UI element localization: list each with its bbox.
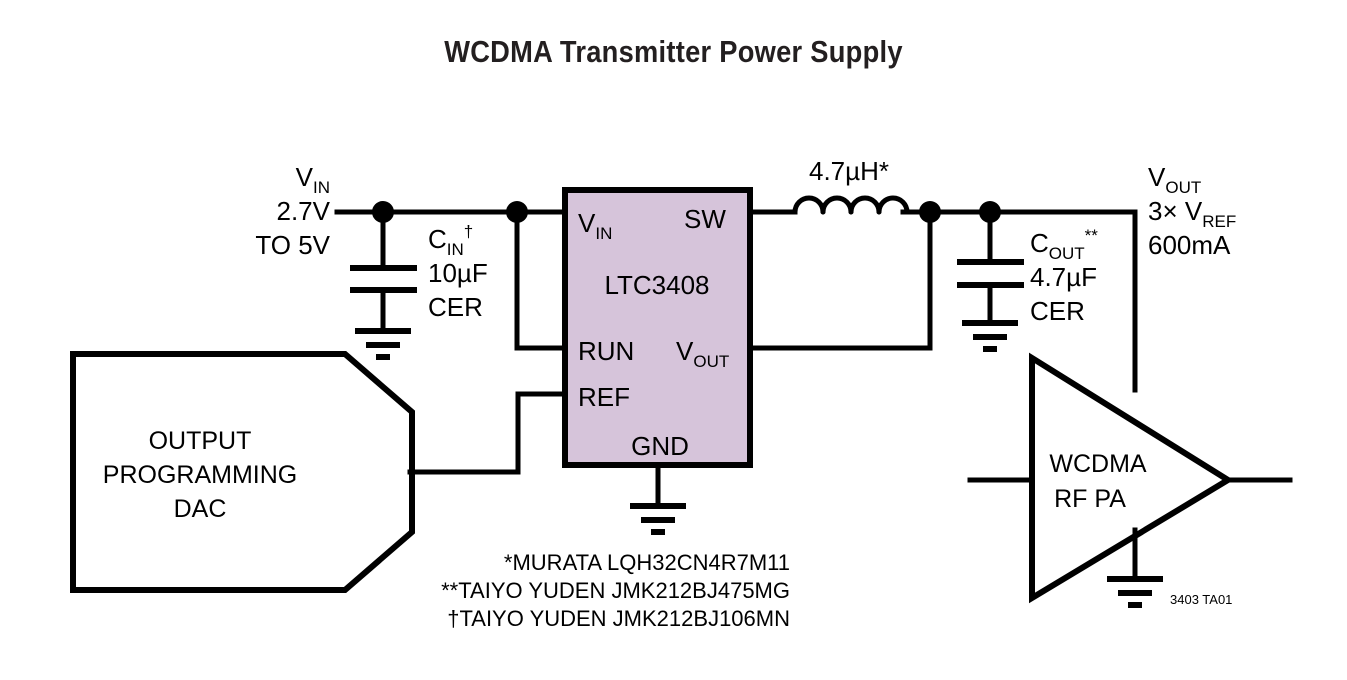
ic-pin-run-label: RUN <box>578 336 634 366</box>
inductor-symbol <box>792 195 910 215</box>
dac-block[interactable] <box>70 351 415 593</box>
wire-dac-to-ref <box>407 391 568 475</box>
vout-label-name: VOUT <box>1148 162 1201 197</box>
cout-label-type: CER <box>1030 296 1085 326</box>
ground-symbol-cout <box>962 320 1018 352</box>
footnote-3: †TAIYO YUDEN JMK212BJ106MN <box>447 606 790 631</box>
cin-label-type: CER <box>428 292 483 322</box>
page-title: WCDMA Transmitter Power Supply <box>444 34 903 69</box>
doc-code-label: 3403 TA01 <box>1170 592 1232 607</box>
ic-pin-ref-label: REF <box>578 382 630 412</box>
cout-label-name: COUT** <box>1030 226 1098 263</box>
cin-label-value: 10µF <box>428 258 488 288</box>
ic-body-ltc3408[interactable] <box>562 187 753 468</box>
vin-label-line3: TO 5V <box>255 230 330 260</box>
junction-dot-run <box>506 201 528 223</box>
ic-pin-vin-label: VIN <box>578 208 612 243</box>
pa-label-line1: WCDMA <box>1049 450 1147 478</box>
dac-label-line3: DAC <box>174 495 227 523</box>
inductor-label: 4.7µH* <box>809 156 889 186</box>
footnote-1: *MURATA LQH32CN4R7M11 <box>504 550 790 575</box>
ic-pin-vout-label: VOUT <box>676 336 729 371</box>
vin-label-name: VIN <box>296 162 330 197</box>
wire-vout-feedback <box>747 209 933 351</box>
ic-part-number: LTC3408 <box>604 270 709 300</box>
capacitor-cin <box>350 265 417 293</box>
junction-dot-sw-out <box>919 201 941 223</box>
pa-block[interactable] <box>1029 352 1234 604</box>
cin-label-name: CIN† <box>428 222 473 259</box>
dac-label-line2: PROGRAMMING <box>103 461 297 489</box>
ground-symbol-ic <box>630 503 686 535</box>
footnote-2: **TAIYO YUDEN JMK212BJ475MG <box>441 578 790 603</box>
pa-label-line2: RF PA <box>1054 485 1126 513</box>
vout-label-line3: 600mA <box>1148 230 1231 260</box>
dac-label-line1: OUTPUT <box>149 427 252 455</box>
vout-label-line2: 3× VREF <box>1148 196 1236 231</box>
wire-run-branch <box>514 209 568 351</box>
ic-pin-sw-label: SW <box>684 204 726 234</box>
ic-pin-gnd-label: GND <box>631 431 689 461</box>
junction-dot-vout <box>979 201 1001 223</box>
vin-label-line2: 2.7V <box>277 196 331 226</box>
junction-dot-vin <box>372 201 394 223</box>
wire-vout-rail-to-pa <box>987 209 1138 393</box>
capacitor-cout <box>957 259 1024 288</box>
cout-label-value: 4.7µF <box>1030 262 1097 292</box>
ground-symbol-pa <box>1107 576 1163 608</box>
ground-symbol-cin <box>355 328 411 360</box>
